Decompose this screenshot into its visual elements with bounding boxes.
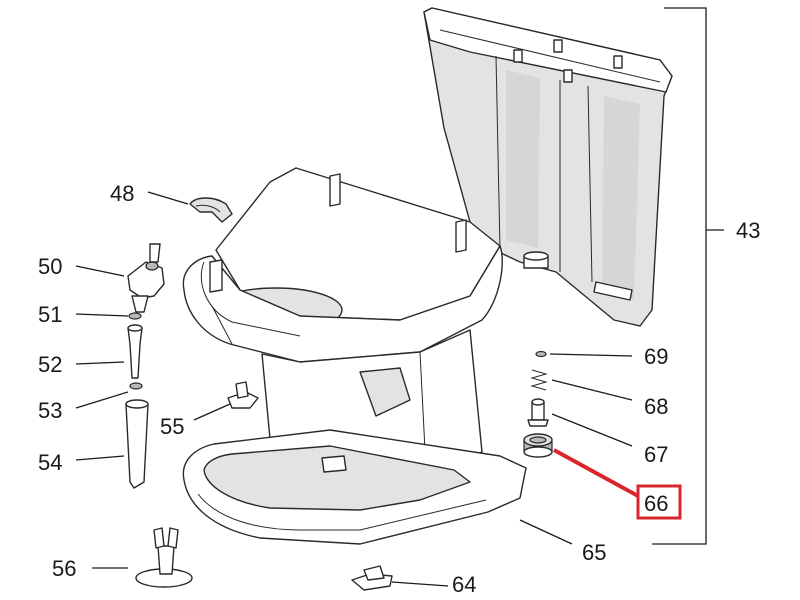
tube-icon xyxy=(125,399,149,489)
plunger-icon xyxy=(527,398,549,427)
clip-64-icon xyxy=(351,565,393,591)
callout-52: 52 xyxy=(38,352,62,377)
callout-65: 65 xyxy=(582,540,606,565)
drip-tray-icon xyxy=(182,429,527,545)
leader-52 xyxy=(75,361,125,365)
valve-stem-icon xyxy=(127,324,143,379)
washer-53-icon xyxy=(129,382,143,390)
leader-54 xyxy=(75,455,125,461)
leader-67 xyxy=(551,413,633,447)
leader-50 xyxy=(75,265,125,277)
bracket-line-43 xyxy=(652,7,707,545)
callout-55: 55 xyxy=(160,414,184,439)
highlight-box-66 xyxy=(636,484,682,520)
clip-ring-icon xyxy=(189,197,233,223)
leader-53 xyxy=(75,391,129,409)
callout-51: 51 xyxy=(38,302,62,327)
leader-48 xyxy=(147,191,189,205)
leader-55 xyxy=(193,403,231,421)
callout-68: 68 xyxy=(644,394,668,419)
callout-43: 43 xyxy=(736,218,760,243)
callout-53: 53 xyxy=(38,398,62,423)
water-tank-icon xyxy=(423,7,673,327)
washer-69-icon xyxy=(535,350,547,358)
bracket-55-icon xyxy=(227,381,259,409)
callout-50: 50 xyxy=(38,254,62,279)
o-ring-51-icon xyxy=(128,312,142,320)
leader-69 xyxy=(549,353,633,357)
callout-66: 66 xyxy=(644,491,668,516)
leader-65 xyxy=(519,519,573,545)
callout-64: 64 xyxy=(452,572,476,597)
callout-67: 67 xyxy=(644,442,668,467)
base-housing-icon xyxy=(182,167,503,477)
leader-51 xyxy=(75,313,129,317)
nozzle-head-icon xyxy=(127,243,165,313)
spring-icon xyxy=(530,369,548,391)
valve-cap-icon xyxy=(523,433,553,458)
suction-foot-icon xyxy=(135,527,193,588)
callout-54: 54 xyxy=(38,450,62,475)
callout-56: 56 xyxy=(52,556,76,581)
leader-64 xyxy=(391,581,449,587)
leader-66-highlight xyxy=(553,448,639,498)
callout-48: 48 xyxy=(110,181,134,206)
callout-69: 69 xyxy=(644,344,668,369)
leader-68 xyxy=(551,379,633,401)
